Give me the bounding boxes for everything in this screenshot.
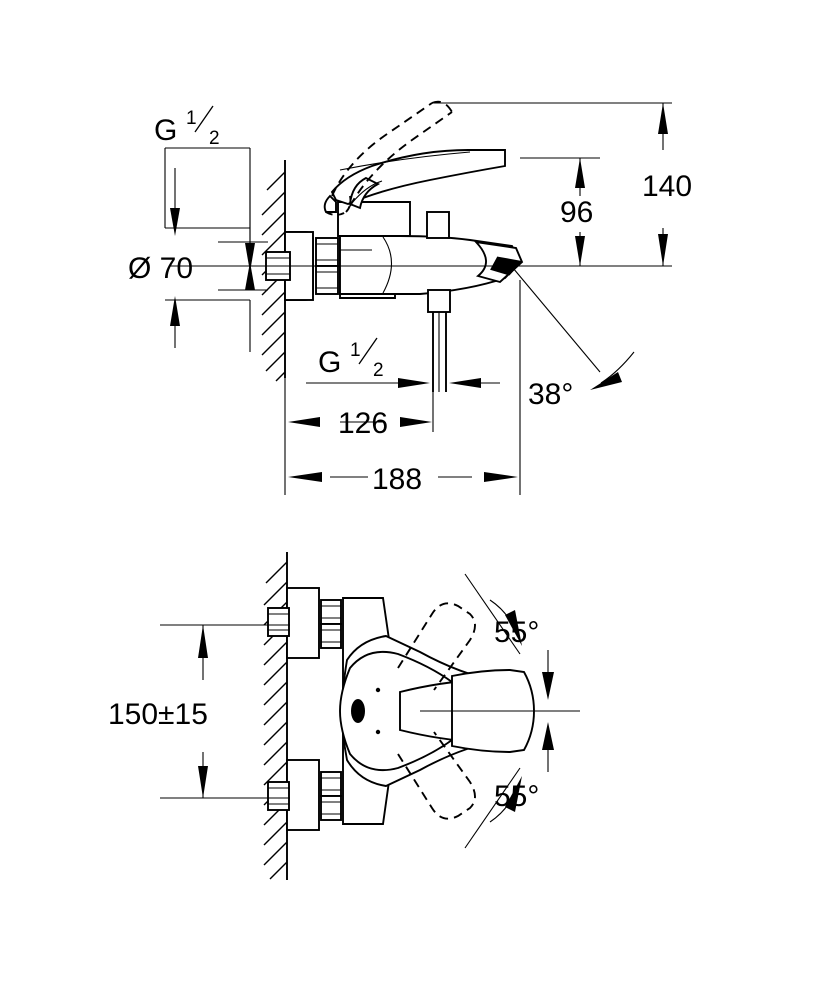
dimension-g-half-upper: G 1 2 [154,105,255,352]
dim-96-label: 96 [560,196,593,229]
dim-188-label: 188 [372,463,422,496]
dimension-55-degrees-lower: 55° [464,722,554,849]
indicator-slot [351,699,365,723]
lever-handle-open-position-top-view [325,100,453,216]
escutcheon-upper-bottom-view [267,587,342,659]
dim-g-half-lower-numerator: 1 [350,340,361,361]
dim-55-degrees-upper-label: 55° [494,616,539,649]
dim-diameter-70-label: Ø 70 [128,252,193,285]
dim-g-half-upper-numerator: 1 [186,108,197,129]
mixer-body-top-view [337,201,524,392]
dim-38-degrees-label: 38° [528,378,573,411]
bottom-view-front-elevation: 150±15 55° 55° [108,552,580,880]
top-view-side-elevation: G 1 2 Ø 70 96 140 [128,100,692,496]
dimension-126: 126 [284,378,434,440]
dimension-38-degrees: 38° [512,267,635,411]
escutcheon-lower-bottom-view [267,759,342,831]
dim-g-half-lower-g: G [318,346,341,379]
lever-handle-top-view [323,149,506,213]
dim-126-label: 126 [338,407,388,440]
dimension-diameter-70: Ø 70 [128,241,268,291]
coupling-nut-top-view [315,237,339,295]
dimension-96: 96 [520,157,600,266]
dim-g-half-lower-denominator: 2 [373,360,384,381]
dim-55-degrees-lower-label: 55° [494,780,539,813]
dim-g-half-upper-g: G [154,114,177,147]
dim-g-half-upper-denominator: 2 [209,128,220,149]
dimension-g-half-lower: G 1 2 [306,337,500,388]
dimension-140: 140 [540,103,692,267]
dimension-188: 188 [284,280,521,496]
dimension-150-plusminus-15: 150±15 [108,625,208,798]
dimension-55-degrees-upper: 55° [464,573,554,700]
dim-150-plusminus-15-label: 150±15 [108,698,208,731]
dim-140-label: 140 [642,170,692,203]
